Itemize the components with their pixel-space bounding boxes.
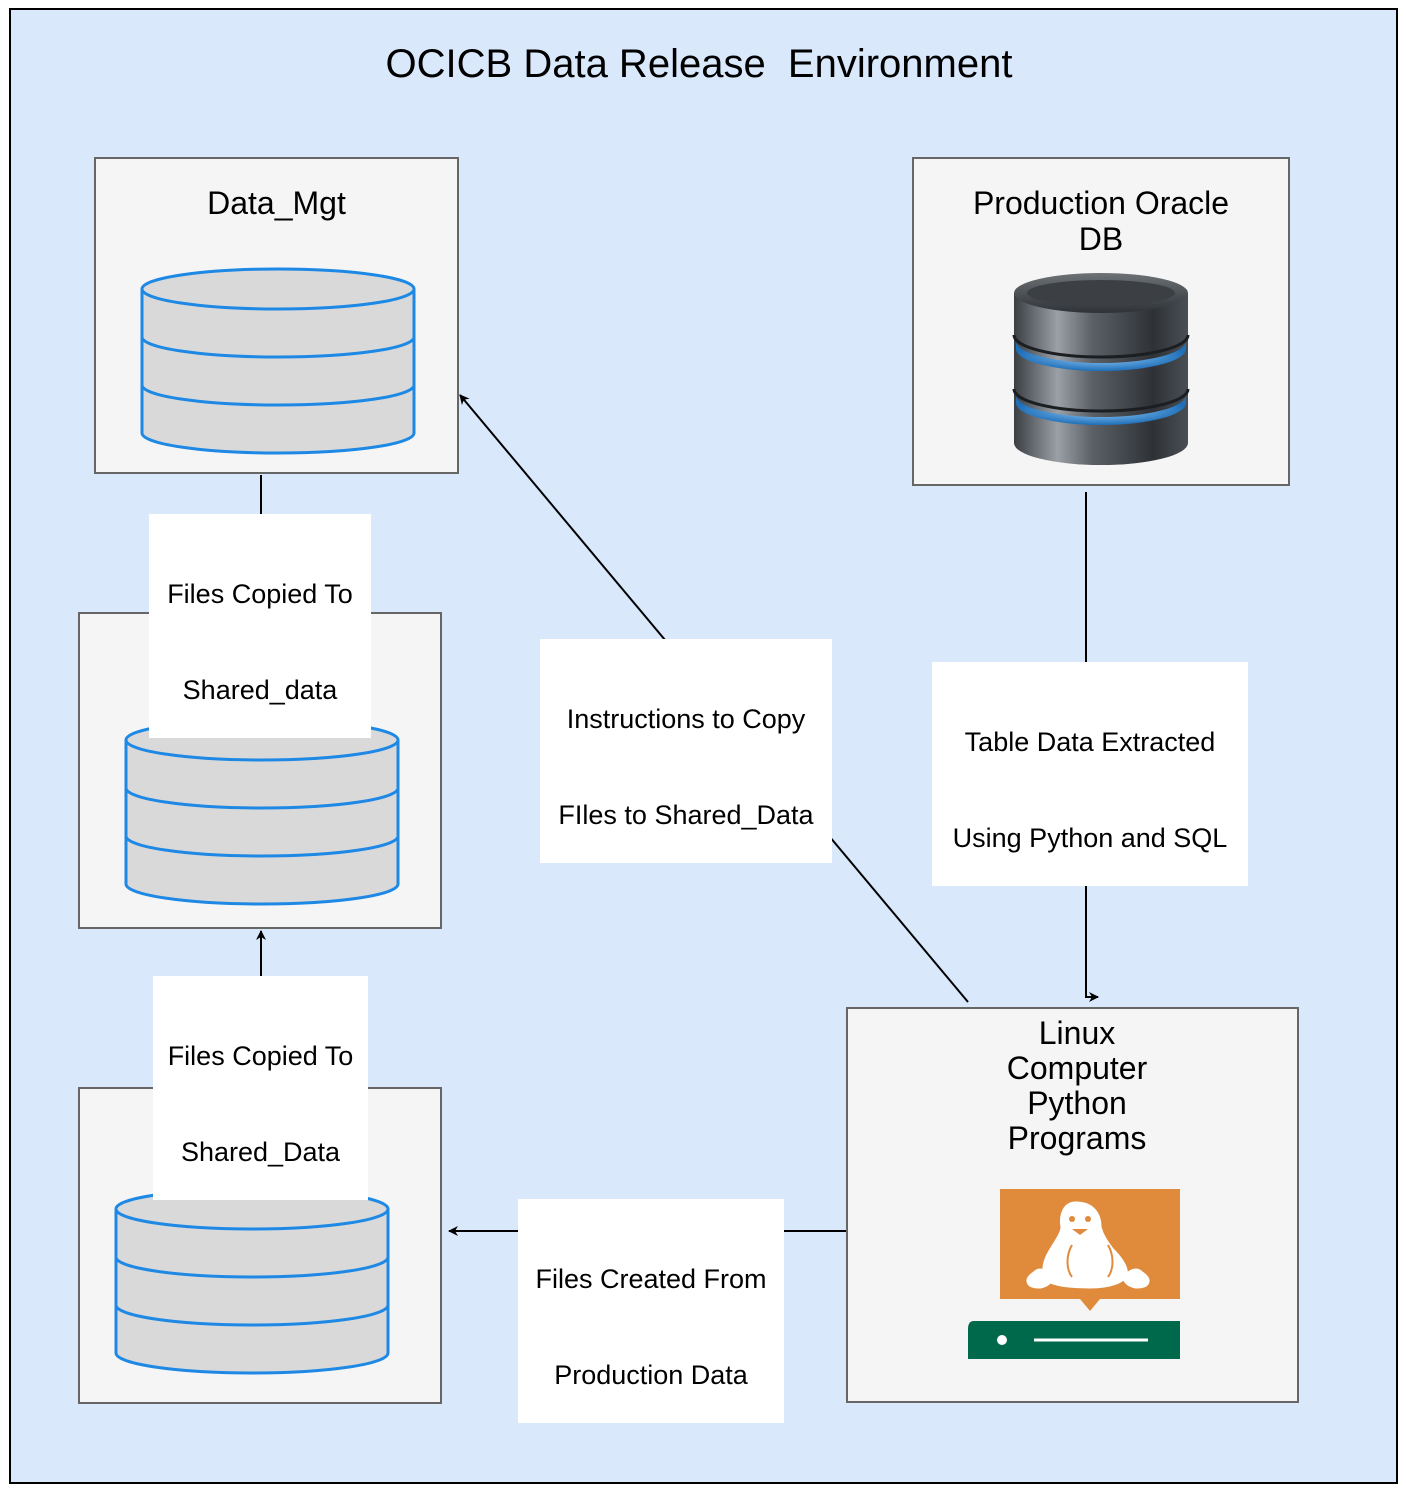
node-linux-label-line2: Computer <box>1006 1050 1148 1086</box>
edge-label-line: Production Data <box>554 1360 748 1390</box>
edge-label-line: Shared_data <box>182 675 338 705</box>
edge-label-staging-to-shared: Files Copied To Shared_Data <box>153 976 368 1200</box>
node-linux-label-line4: Programs <box>1007 1120 1147 1156</box>
edge-label-line: Using Python and SQL <box>952 823 1228 853</box>
node-data-mgt-label: Data_Mgt <box>207 185 346 221</box>
edge-label-oracle-to-linux: Table Data Extracted Using Python and SQ… <box>932 662 1248 886</box>
edge-oracle-to-linux <box>1085 492 1099 1002</box>
oracle-database-icon <box>1012 273 1190 465</box>
node-linux-label-line1: Linux <box>1038 1015 1116 1051</box>
node-production-oracle-db: Production Oracle DB <box>912 157 1290 486</box>
linux-server-icon <box>968 1189 1180 1359</box>
node-data-mgt: Data_Mgt <box>94 157 459 474</box>
node-linux-label-line3: Python <box>1027 1085 1127 1121</box>
edge-label-line: Files Copied To <box>167 1041 354 1071</box>
node-production-oracle-label-line2: DB <box>1078 221 1124 257</box>
node-linux-computer: Linux Computer Python Programs <box>846 1007 1299 1403</box>
edge-label-line: FIles to Shared_Data <box>558 800 814 830</box>
edge-label-mgt-to-shared: Files Copied To Shared_data <box>149 514 371 738</box>
edge-label-linux-to-mgt: Instructions to Copy FIles to Shared_Dat… <box>540 639 832 863</box>
database-cylinder-icon <box>124 718 400 906</box>
database-cylinder-icon <box>114 1187 390 1375</box>
diagram-title: OCICB Data Release Environment <box>385 42 1013 86</box>
edge-label-line: Instructions to Copy <box>566 704 806 734</box>
edge-label-line: Files Created From <box>535 1264 767 1294</box>
edge-label-line: Files Copied To <box>167 579 353 609</box>
edge-label-line: Shared_Data <box>180 1137 341 1167</box>
edge-label-linux-to-staging: Files Created From Production Data <box>518 1199 784 1423</box>
database-cylinder-icon <box>140 267 416 455</box>
node-production-oracle-label-line1: Production Oracle <box>972 185 1230 221</box>
edge-label-line: Table Data Extracted <box>964 727 1216 757</box>
